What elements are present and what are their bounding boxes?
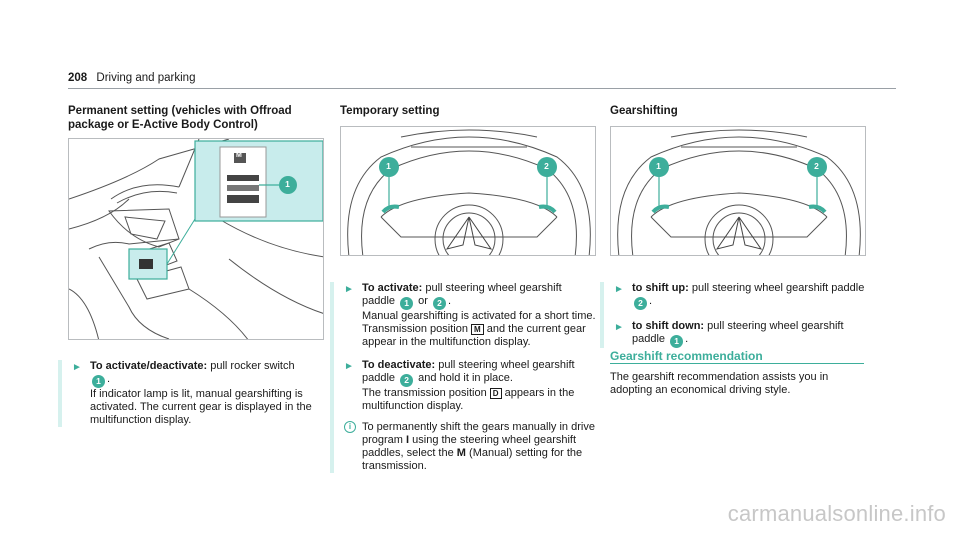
- section-text-recommendation: The gearshift recommendation assists you…: [610, 371, 829, 396]
- heading-permanent-setting: Permanent setting (vehicles with Offroad…: [68, 105, 292, 131]
- badge-left-paddle: 1: [382, 160, 395, 173]
- step-shift-down: ► to shift down: pull steering wheel gea…: [614, 320, 866, 348]
- steering-wheel-illustration: [347, 129, 591, 255]
- page-number: 208: [68, 72, 88, 84]
- steering-wheel-illustration: [617, 129, 861, 255]
- step-text: pull steering wheel gearshift paddle: [362, 282, 562, 307]
- column-gearshifting: Gearshifting 1 2 ►: [600, 104, 866, 348]
- step-text: pull steering wheel gearshift paddle: [362, 358, 575, 384]
- info-text: (Manual) setting for the transmission.: [362, 446, 583, 472]
- step-text: .: [649, 295, 653, 307]
- steps-permanent: ► To activate/deactivate: pull rocker sw…: [58, 360, 324, 427]
- badge-right-paddle: 2: [540, 160, 553, 173]
- figure-steering-wheel-temp: 1 2: [340, 126, 596, 256]
- badge-1-inline: 1: [92, 374, 105, 388]
- step-activate-deactivate: ► To activate/deactivate: pull rocker sw…: [72, 360, 324, 427]
- figure-steering-wheel-shift: 1 2: [610, 126, 866, 256]
- step-text: The transmission position: [362, 386, 490, 399]
- arrow-icon: ►: [614, 284, 624, 295]
- step-label: To deactivate:: [362, 358, 436, 371]
- step-text: .: [448, 295, 452, 307]
- figure-rocker-switch: M 1: [68, 138, 324, 340]
- step-label: To activate:: [362, 282, 423, 294]
- arrow-icon: ►: [614, 321, 624, 333]
- info-text: To permanently shift the gears manually …: [362, 420, 595, 446]
- watermark: carmanualsonline.info: [727, 501, 946, 526]
- badge-1-inline: 1: [400, 296, 414, 310]
- step-text: or: [415, 295, 431, 307]
- step-label: to shift up:: [632, 282, 689, 294]
- step-text: and the current gear appear in the multi…: [362, 322, 586, 348]
- steps-temporary: ► To activate: pull steering wheel gears…: [330, 282, 596, 473]
- step-text: .: [685, 332, 689, 345]
- step-label: to shift down:: [632, 319, 705, 332]
- heading-temporary-setting: Temporary setting: [340, 105, 440, 117]
- column-temporary-setting: Temporary setting 1 2 ►: [330, 104, 596, 473]
- info-permanent-shift: i To permanently shift the gears manuall…: [344, 420, 596, 473]
- steps-gearshifting: ► to shift up: pull steering wheel gears…: [600, 282, 866, 348]
- badge-2-inline: 2: [433, 296, 446, 310]
- section-title-recommendation: Gearshift recommendation: [610, 349, 763, 363]
- badge-1-inline: 1: [670, 334, 684, 348]
- step-deactivate: ► To deactivate: pull steering wheel gea…: [344, 359, 596, 413]
- heading-gearshifting: Gearshifting: [610, 105, 678, 117]
- arrow-icon: ►: [344, 360, 354, 372]
- drive-program-label: I: [406, 433, 410, 446]
- step-text: and hold it in place.: [415, 371, 513, 384]
- step-text: pull rocker switch: [207, 360, 295, 372]
- step-text: appears in the multifunction display.: [362, 386, 575, 412]
- step-activate: ► To activate: pull steering wheel gears…: [344, 282, 596, 349]
- arrow-icon: ►: [344, 284, 354, 295]
- section-divider: [610, 363, 864, 364]
- chapter-title: Driving and parking: [96, 72, 196, 84]
- d-position-glyph: D: [489, 387, 502, 399]
- badge-left-paddle: 1: [652, 160, 665, 173]
- step-text: pull steering wheel gearshift paddle: [688, 282, 865, 294]
- info-text: using the steering wheel gearshift paddl…: [362, 433, 577, 459]
- header-divider: [68, 88, 896, 89]
- step-text: Manual gearshifting is activated for a s…: [362, 309, 596, 335]
- info-icon: i: [344, 420, 356, 433]
- badge-1: 1: [281, 178, 294, 191]
- badge-2-inline: 2: [400, 373, 414, 387]
- page-header: 208 Driving and parking: [68, 72, 195, 84]
- step-text: pull steering wheel gearshift paddle: [632, 319, 844, 345]
- arrow-icon: ►: [72, 362, 82, 373]
- step-text: If indicator lamp is lit, manual gearshi…: [90, 387, 312, 426]
- rocker-switch-illustration: [69, 139, 323, 339]
- column-permanent-setting: Permanent setting (vehicles with Offroad…: [58, 104, 324, 427]
- step-text: .: [107, 373, 111, 385]
- manual-label: M: [456, 446, 466, 459]
- m-position-glyph: M: [471, 323, 484, 335]
- step-shift-up: ► to shift up: pull steering wheel gears…: [614, 282, 866, 310]
- badge-right-paddle: 2: [810, 160, 823, 173]
- step-label: To activate/deactivate:: [90, 360, 208, 372]
- inset-m-label: M: [236, 152, 242, 159]
- badge-2-inline: 2: [634, 296, 647, 310]
